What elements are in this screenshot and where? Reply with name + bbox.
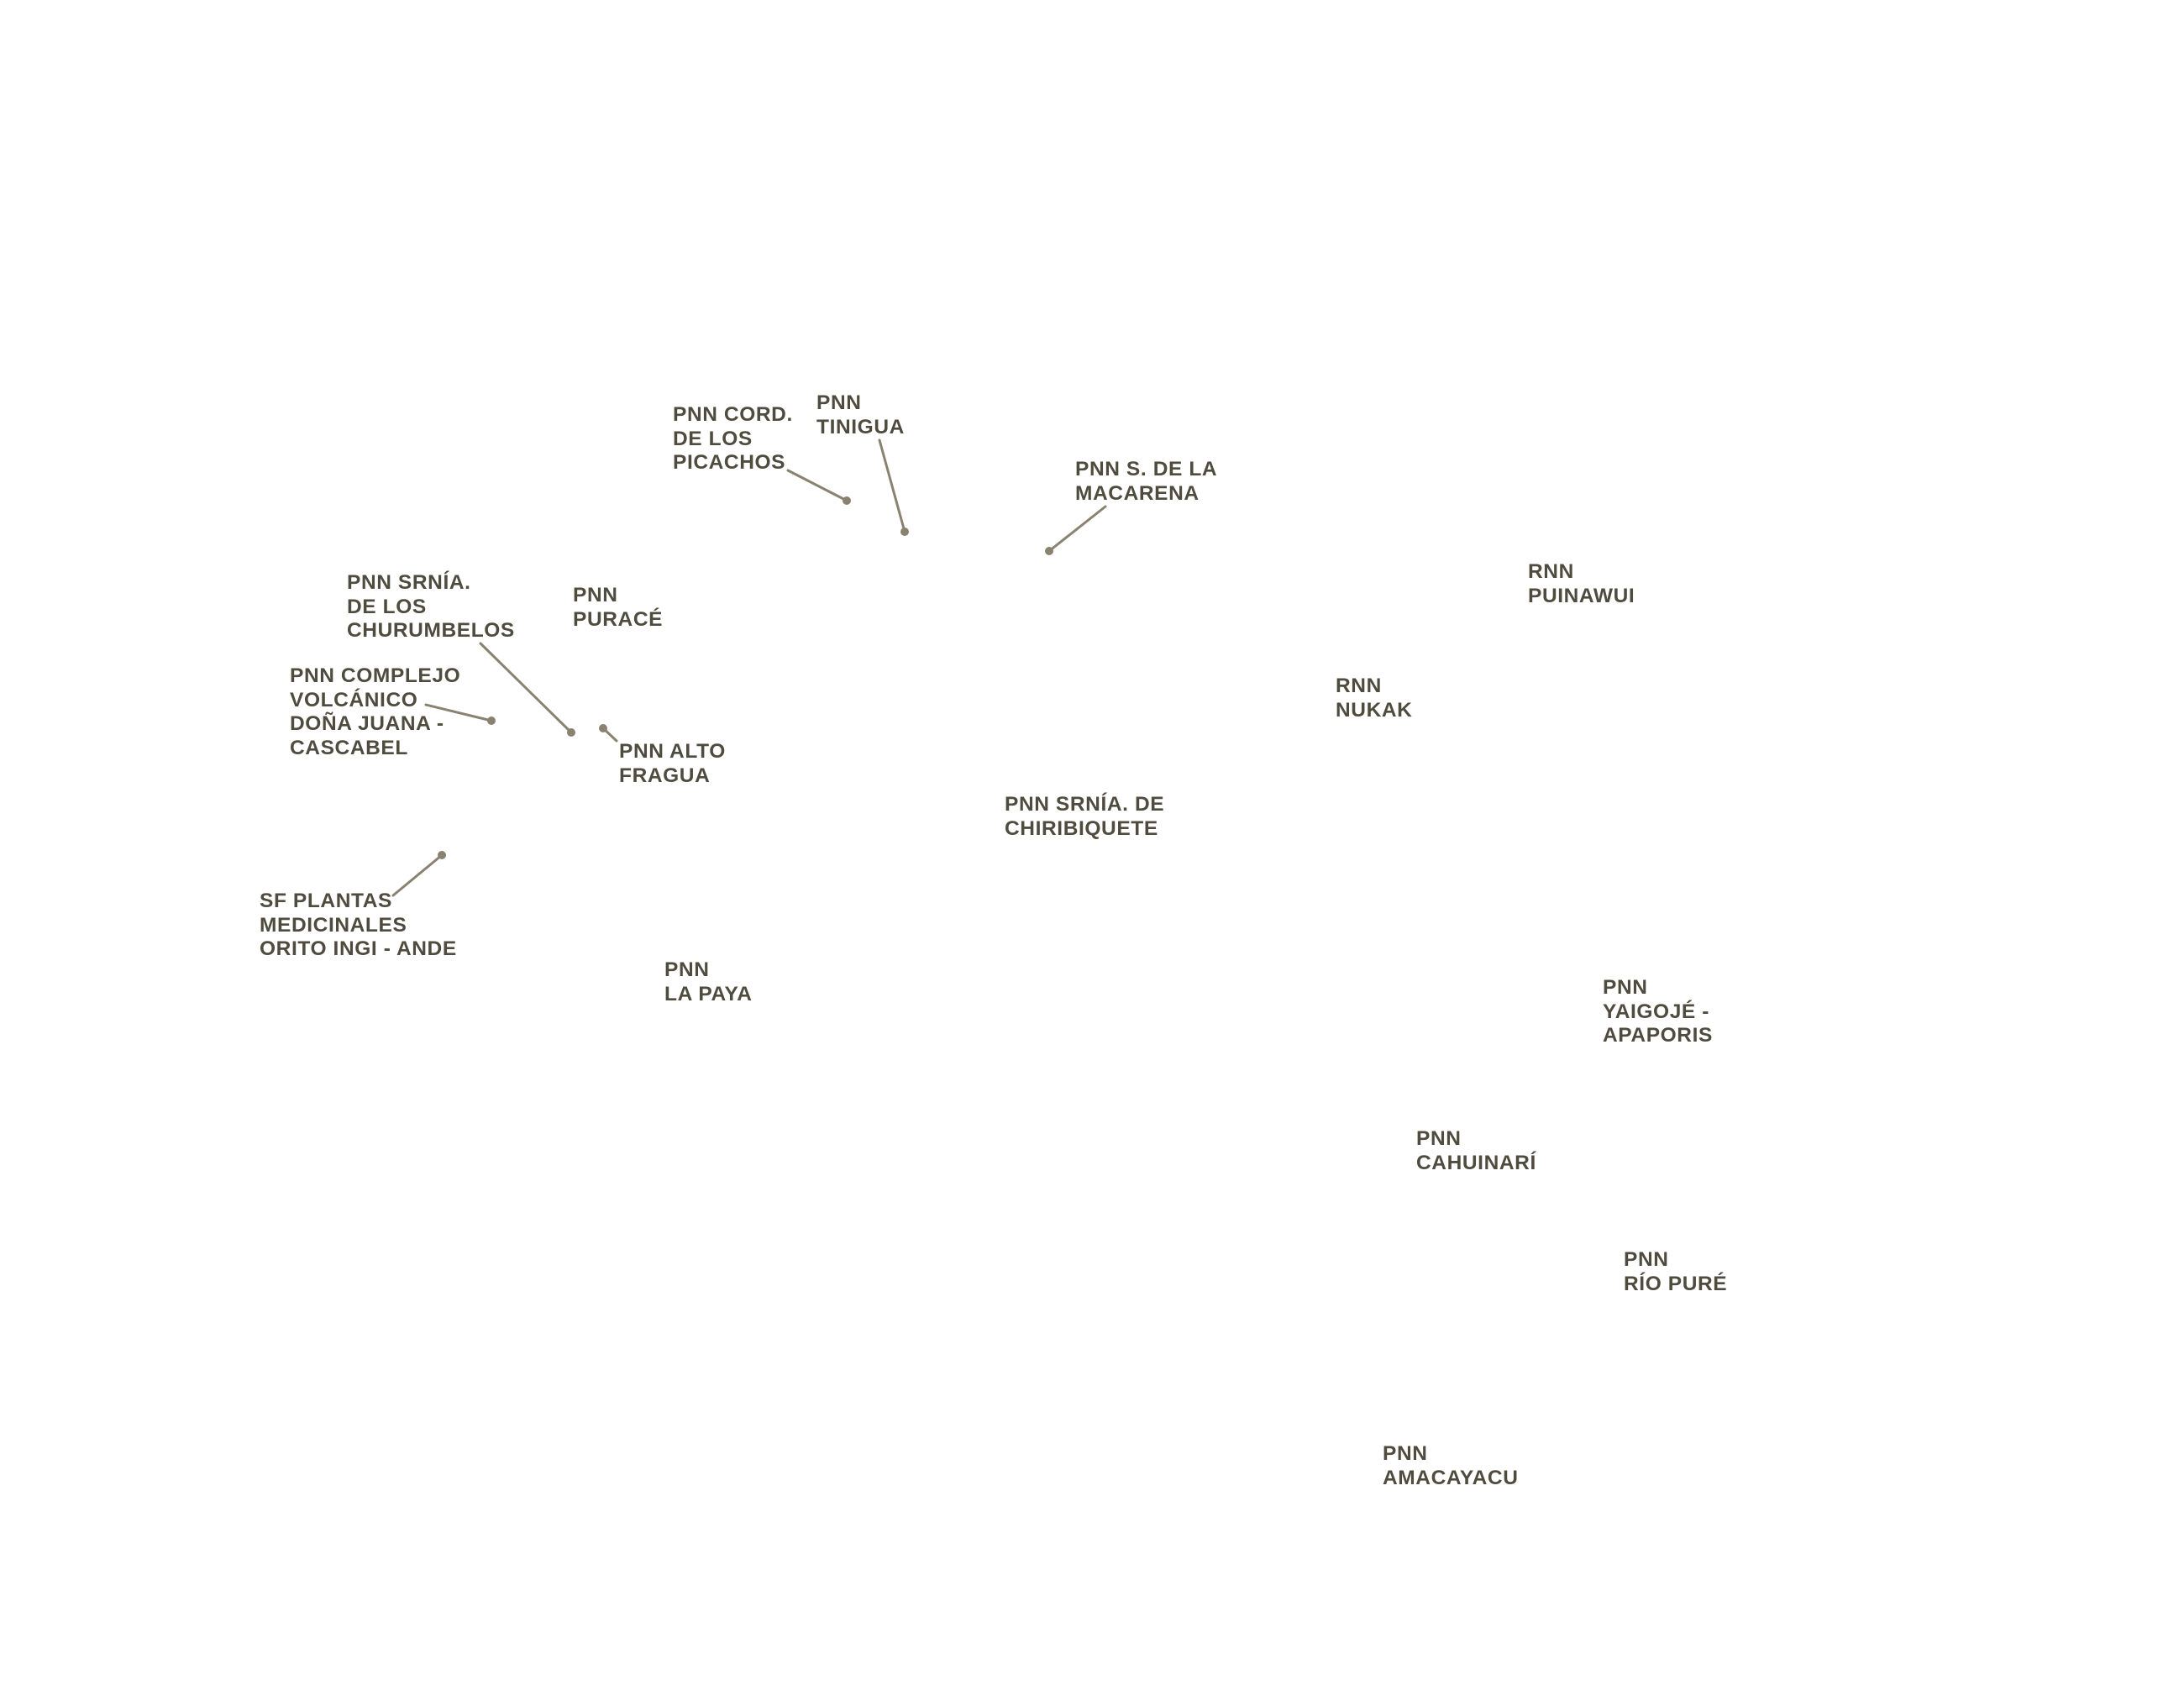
leader-alto-fragua bbox=[599, 724, 618, 743]
label-line: CAHUINARÍ bbox=[1416, 1151, 1536, 1174]
park-label-sierra-de-la-macarena: PNN S. DE LA MACARENA bbox=[1075, 458, 1217, 506]
park-label-orito-ingi-ande: SF PLANTAS MEDICINALES ORITO INGI - ANDE bbox=[260, 890, 457, 962]
park-label-alto-fragua: PNN ALTO FRAGUA bbox=[619, 740, 726, 788]
leader-picachos bbox=[786, 469, 851, 505]
park-label-puinawui: RNN PUINAWUI bbox=[1528, 560, 1635, 608]
park-label-yaigoje-apaporis: PNN YAIGOJÉ - APAPORIS bbox=[1603, 976, 1713, 1048]
label-line: FRAGUA bbox=[619, 764, 711, 787]
label-line: PNN SRNÍA. bbox=[347, 571, 471, 594]
park-label-rio-pure: PNN RÍO PURÉ bbox=[1624, 1248, 1727, 1296]
park-label-dona-juana-cascabel: PNN COMPLEJO VOLCÁNICO DOÑA JUANA - CASC… bbox=[290, 664, 460, 760]
label-line: PNN bbox=[1383, 1442, 1428, 1465]
label-line: VOLCÁNICO bbox=[290, 688, 418, 711]
leader-orito bbox=[391, 851, 446, 897]
label-line: PNN bbox=[1416, 1127, 1462, 1150]
label-line: CASCABEL bbox=[290, 736, 408, 759]
label-line: PNN bbox=[1624, 1248, 1669, 1271]
label-line: PNN bbox=[664, 958, 710, 981]
label-line: DE LOS bbox=[347, 595, 427, 618]
park-label-amacayacu: PNN AMACAYACU bbox=[1383, 1442, 1519, 1490]
label-line: MEDICINALES bbox=[260, 913, 407, 937]
label-line: AMACAYACU bbox=[1383, 1466, 1519, 1489]
label-line: ORITO INGI - ANDE bbox=[260, 937, 457, 960]
label-line: PNN COMPLEJO bbox=[290, 664, 461, 687]
label-line: APAPORIS bbox=[1603, 1024, 1713, 1047]
park-label-cahuinari: PNN CAHUINARÍ bbox=[1416, 1127, 1536, 1175]
park-label-churumbelos: PNN SRNÍA. DE LOS CHURUMBELOS bbox=[347, 571, 515, 643]
label-line: PICACHOS bbox=[673, 451, 786, 474]
label-line: PNN bbox=[1603, 976, 1648, 999]
label-line: PNN CORD. bbox=[673, 403, 793, 426]
park-label-cordillera-de-los-picachos: PNN CORD. DE LOS PICACHOS bbox=[673, 403, 793, 475]
label-line: PNN S. DE LA bbox=[1075, 458, 1218, 480]
leader-churumbelos bbox=[479, 642, 575, 737]
leader-dona-juana bbox=[424, 703, 496, 725]
park-label-tinigua: PNN TINIGUA bbox=[816, 391, 905, 439]
label-line: PNN bbox=[816, 391, 862, 414]
label-line: YAIGOJÉ - bbox=[1603, 1000, 1710, 1023]
label-line: PNN ALTO bbox=[619, 740, 726, 763]
park-label-nukak: RNN NUKAK bbox=[1336, 675, 1412, 722]
park-label-purace: PNN PURACÉ bbox=[573, 584, 663, 632]
label-line: SF PLANTAS bbox=[260, 890, 392, 912]
label-line: TINIGUA bbox=[816, 415, 905, 438]
label-line: NUKAK bbox=[1336, 698, 1413, 722]
label-line: PUINAWUI bbox=[1528, 584, 1635, 607]
label-line: DOÑA JUANA - bbox=[290, 712, 444, 735]
label-line: MACARENA bbox=[1075, 481, 1200, 505]
label-line: RNN bbox=[1528, 560, 1574, 583]
label-line: PNN bbox=[573, 584, 618, 606]
label-line: RÍO PURÉ bbox=[1624, 1272, 1728, 1295]
label-line: RNN bbox=[1336, 675, 1382, 697]
label-line: DE LOS bbox=[673, 427, 753, 450]
label-line: PNN SRNÍA. DE bbox=[1005, 793, 1165, 816]
park-label-chiribiquete: PNN SRNÍA. DE CHIRIBIQUETE bbox=[1005, 793, 1164, 841]
label-line: CHURUMBELOS bbox=[347, 619, 515, 642]
leader-macarena bbox=[1045, 505, 1107, 555]
label-line: CHIRIBIQUETE bbox=[1005, 816, 1158, 840]
park-label-la-paya: PNN LA PAYA bbox=[664, 958, 753, 1006]
label-line: PURACÉ bbox=[573, 607, 664, 631]
label-line: LA PAYA bbox=[664, 982, 753, 1005]
leader-tinigua bbox=[878, 438, 909, 536]
